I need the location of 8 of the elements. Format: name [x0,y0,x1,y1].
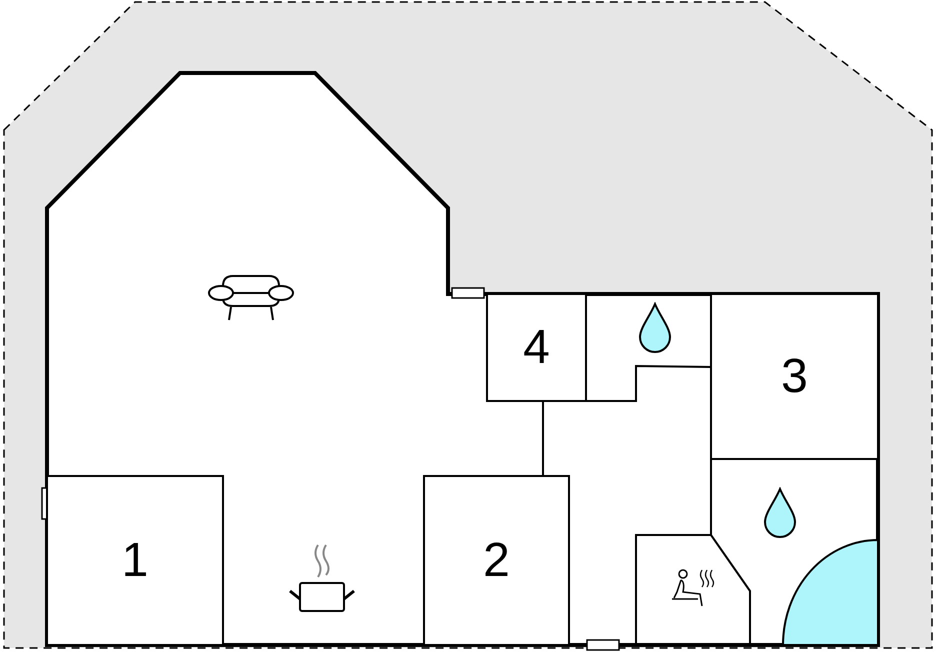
room [46,475,224,646]
room-number: 3 [781,352,808,400]
room [486,293,587,402]
room-number: 4 [523,324,550,372]
room [710,293,879,460]
room-number: 1 [122,536,148,584]
room-number: 2 [483,536,510,584]
room [423,475,570,646]
